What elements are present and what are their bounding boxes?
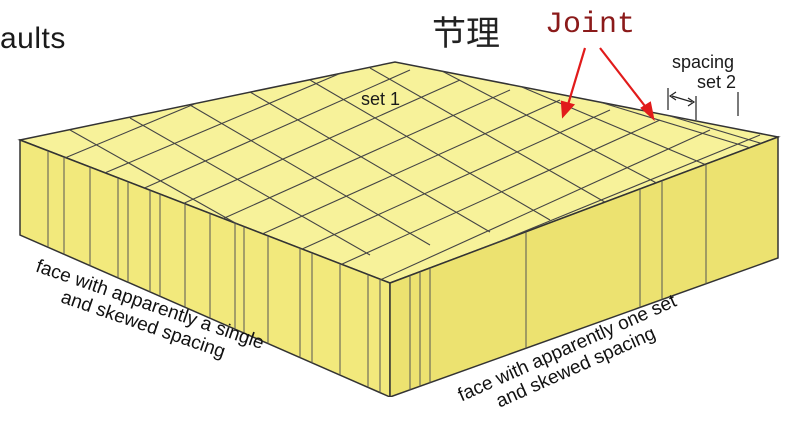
slide-title-fragment: aults xyxy=(0,22,66,55)
right-face-joint-traces xyxy=(409,165,707,397)
joint-set-1-lines xyxy=(59,62,778,281)
annotation-english-label: Joint xyxy=(545,8,636,42)
annotation-chinese-label: 节理 xyxy=(432,14,500,54)
block-right-face xyxy=(389,135,779,397)
set-2-label: set 2 xyxy=(697,72,737,92)
spacing-label: spacing xyxy=(672,52,735,72)
set-1-label: set 1 xyxy=(361,89,401,109)
joint-pointer-arrows xyxy=(560,47,655,122)
block-left-face xyxy=(19,138,391,397)
jointed-rock-block-diagram xyxy=(17,47,781,397)
spacing-dimension-marker xyxy=(667,88,739,120)
left-face-joint-traces xyxy=(47,140,381,397)
